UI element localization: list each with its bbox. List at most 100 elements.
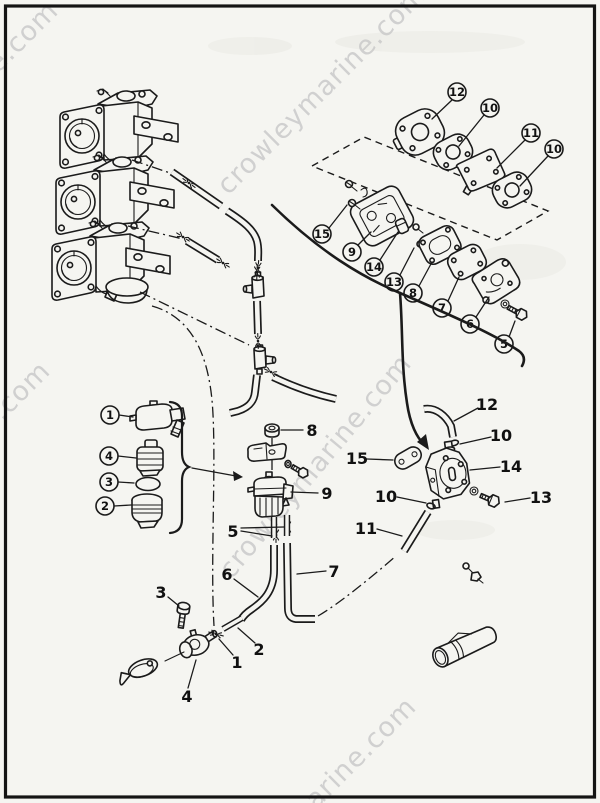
callout-plain-1: 1 (218, 638, 243, 672)
nut-part-8 (264, 423, 280, 438)
hose-ring-10b (426, 502, 436, 510)
svg-text:9: 9 (348, 245, 356, 259)
t-fitting (253, 344, 277, 375)
svg-text:1: 1 (231, 653, 242, 672)
rubber-sleeve-part (432, 626, 498, 668)
svg-text:9: 9 (321, 484, 332, 503)
callout-plain-10b: 10 (375, 487, 427, 506)
svg-text:1: 1 (106, 408, 114, 422)
callout-circled-3: 3 (99, 472, 135, 492)
valve-part-14 (394, 217, 410, 235)
watermark: crowleymarine.com (201, 691, 423, 803)
callout-plain-14: 14 (469, 457, 522, 476)
callout-circled-2: 2 (95, 496, 132, 516)
reference-arrow-curve (270, 203, 526, 450)
callout-plain-10a: 10 (459, 426, 512, 445)
filter-element-part-4 (136, 439, 164, 477)
svg-text:10: 10 (490, 426, 512, 445)
fuel-joint-part-4 (178, 628, 218, 659)
svg-text:12: 12 (449, 85, 465, 99)
callout-circled-12: 12 (431, 82, 467, 120)
callout-plain-11: 11 (355, 519, 403, 538)
callout-plain-3: 3 (155, 583, 180, 607)
callout-plain-13: 13 (504, 488, 552, 507)
fuel-filter-exploded: 1 4 3 2 (95, 400, 243, 535)
callout-circled-1: 1 (100, 405, 134, 425)
svg-text:6: 6 (221, 565, 232, 584)
svg-text:8: 8 (409, 286, 417, 300)
callout-plain-12: 12 (453, 395, 498, 422)
bolt-part-3 (176, 601, 191, 629)
callout-plain-9: 9 (290, 484, 333, 503)
washer-and-bolt-part-5 (500, 299, 528, 321)
plain-callouts: 8 9 5 6 7 12 10 15 14 10 13 11 3 1 2 (155, 395, 552, 706)
assembly-brace-arrow (168, 400, 243, 535)
svg-text:2: 2 (253, 640, 264, 659)
fuel-hose-network (169, 168, 337, 417)
svg-text:12: 12 (476, 395, 498, 414)
joint-lever (119, 658, 159, 686)
callout-circled-11: 11 (496, 123, 541, 169)
pump-cover-part-6 (471, 257, 521, 305)
filter-cup-part-2 (131, 493, 163, 529)
callout-plain-5: 5 (227, 522, 285, 541)
svg-text:2: 2 (101, 499, 109, 513)
svg-text:11: 11 (355, 519, 377, 538)
svg-text:15: 15 (346, 449, 368, 468)
diaphragm-part-11 (455, 148, 506, 196)
svg-text:13: 13 (530, 488, 552, 507)
callout-plain-8: 8 (280, 421, 318, 440)
fuel-pump-assembly (394, 404, 500, 584)
pump-body-part-9 (349, 185, 415, 247)
exploded-view-outline (310, 136, 550, 241)
callout-circled-13: 13 (384, 247, 415, 292)
callout-plain-7: 7 (296, 562, 340, 581)
svg-text:13: 13 (386, 275, 402, 289)
watermark: crowleymarine.com (213, 348, 418, 584)
callout-circled-9: 9 (342, 231, 372, 262)
o-ring-part-3 (135, 476, 161, 492)
washer-hole (286, 461, 290, 467)
svg-text:8: 8 (306, 421, 317, 440)
callout-circled-4: 4 (99, 446, 137, 466)
carburetor-stack (51, 88, 179, 304)
mount-bracket (247, 442, 287, 462)
callout-plain-6: 6 (221, 565, 259, 598)
svg-text:14: 14 (366, 260, 382, 274)
filter-unit-part-9 (247, 471, 294, 518)
svg-text:14: 14 (500, 457, 522, 476)
svg-text:7: 7 (328, 562, 339, 581)
callout-plain-4: 4 (181, 659, 197, 706)
svg-text:10: 10 (482, 101, 498, 115)
svg-text:3: 3 (155, 583, 166, 602)
callout-circled-7: 7 (432, 276, 460, 318)
diaphragm-part-7 (446, 243, 488, 281)
filter-head-part-1 (129, 400, 186, 438)
callout-circled-10b: 10 (519, 139, 564, 187)
washer-hole (471, 488, 477, 494)
callout-plain-15: 15 (346, 449, 394, 468)
diagram-border (3, 4, 597, 799)
fuel-pump-exploded-view: 12 10 11 10 15 9 14 13 (310, 82, 564, 354)
svg-text:4: 4 (181, 687, 192, 706)
fuel-pump-part-14 (425, 440, 471, 510)
fuel-route-lines (127, 159, 397, 627)
callout-circled-10a: 10 (458, 98, 500, 147)
t-fitting (242, 271, 265, 299)
gasket-part-12 (392, 108, 446, 156)
svg-text:4: 4 (105, 449, 113, 463)
fuel-joint-assembly (119, 601, 244, 686)
washer (469, 486, 479, 496)
pump-screws-part-15 (344, 179, 368, 210)
callout-circled-14: 14 (364, 231, 399, 277)
svg-text:11: 11 (523, 126, 539, 140)
callout-circled-5: 5 (494, 320, 516, 354)
callout-circled-15: 15 (312, 204, 348, 244)
svg-text:5: 5 (227, 522, 238, 541)
svg-text:10: 10 (546, 142, 562, 156)
washer (284, 459, 292, 469)
arrowhead (417, 434, 429, 450)
bolt-part-13 (479, 492, 500, 508)
svg-text:3: 3 (105, 475, 113, 489)
